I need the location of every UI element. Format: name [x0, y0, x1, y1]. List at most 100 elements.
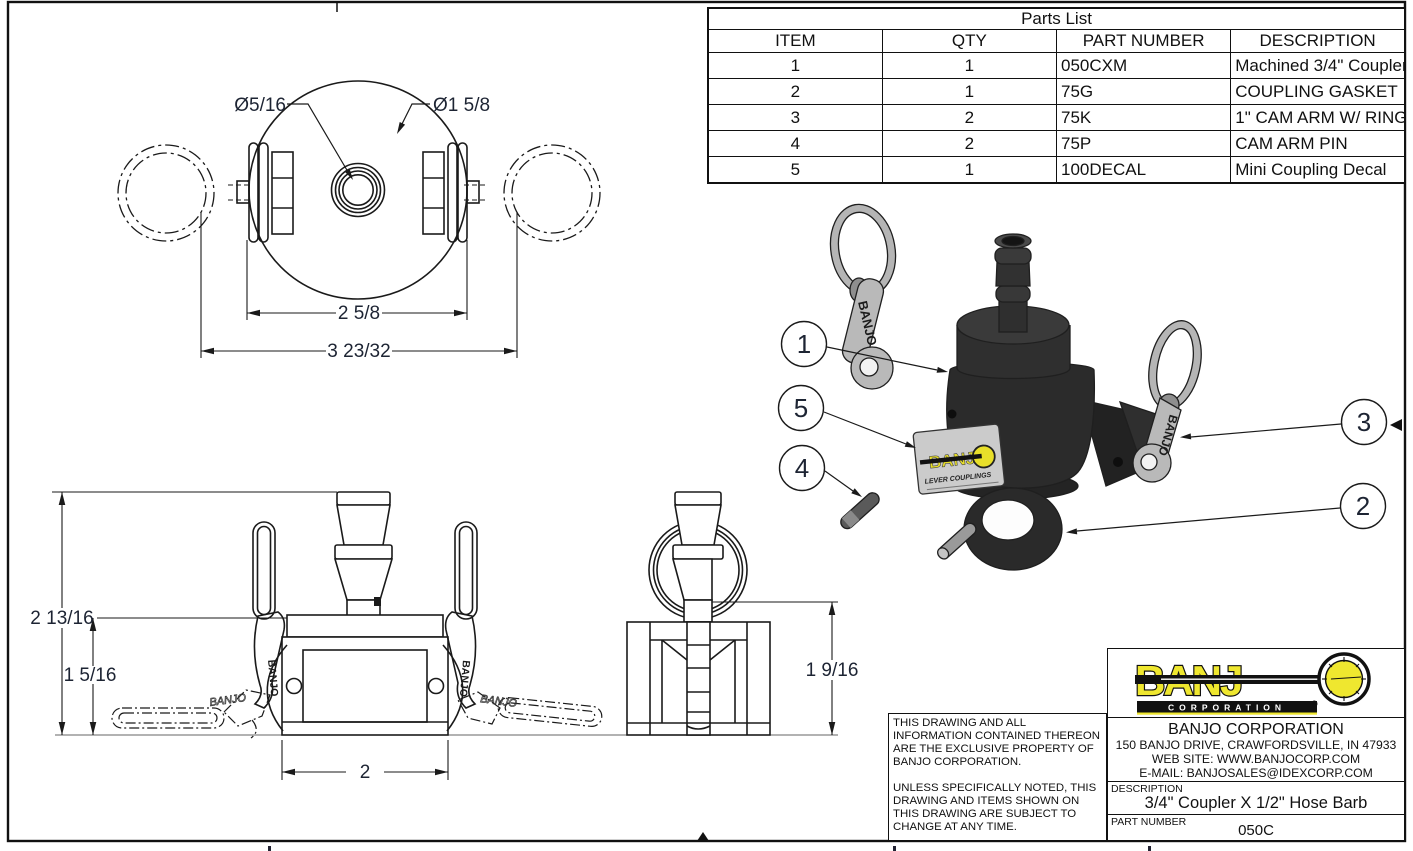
dim-overall-width: 3 23/32: [327, 341, 390, 362]
isometric-view: BANJO BANJ LEVER COUPLINGS: [777, 203, 1388, 571]
cell-item: 3: [707, 104, 883, 131]
dim-overall-width-lines: [200, 212, 518, 358]
description-section: DESCRIPTION 3/4" Coupler X 1/2" Hose Bar…: [1108, 781, 1404, 814]
cell-qty: 2: [881, 104, 1058, 131]
phantom-arm-right-front: [457, 691, 603, 727]
description-value: 3/4" Coupler X 1/2" Hose Barb: [1144, 794, 1368, 812]
part-number-section: PART NUMBER 050C: [1108, 814, 1404, 840]
parts-list-row: 1 1 050CXM Machined 3/4" Coupler X 1/2" …: [707, 52, 1406, 79]
parts-list-row: 4 2 75P CAM ARM PIN: [707, 130, 1406, 157]
parts-list-row: 2 1 75G COUPLING GASKET: [707, 78, 1406, 105]
dim-coupler-width: 2: [360, 762, 371, 783]
corporation-bar: [1137, 701, 1317, 713]
logo-sub: CORPORATION: [1168, 703, 1286, 713]
iso-cam-arm-left: BANJO: [829, 203, 897, 390]
balloon-2: 2: [1339, 482, 1387, 530]
dim-hole-diameter: Ø5/16: [234, 95, 286, 116]
arm-text-left-front: BANJO: [265, 659, 280, 697]
balloon-4: 4: [778, 444, 826, 492]
col-header-qty: QTY: [881, 29, 1058, 53]
balloon-leaders: [823, 346, 1342, 532]
phantom-ring-left: [117, 144, 215, 242]
hose-barb-side: [671, 491, 724, 623]
cell-description: 1" CAM ARM W/ RING: [1230, 104, 1406, 131]
legal-notice: THIS DRAWING AND ALL INFORMATION CONTAIN…: [888, 713, 1107, 841]
cam-arm-left-top: [228, 142, 294, 243]
cell-part-number: 75K: [1055, 104, 1232, 131]
svg-text:3: 3: [1357, 407, 1371, 437]
balloon-5: 5: [777, 384, 825, 432]
side-view: [626, 491, 838, 736]
dim-outer-diameter: Ø1 5/8: [433, 95, 490, 116]
parts-list-row: 3 2 75K 1" CAM ARM W/ RING: [707, 104, 1406, 131]
front-view: [52, 491, 838, 780]
parts-list-row: 5 1 100DECAL Mini Coupling Decal: [707, 156, 1406, 184]
cam-arm-right-front: [444, 521, 478, 709]
phantom-arm-left-front: [111, 689, 271, 739]
legal-paragraph-1: THIS DRAWING AND ALL INFORMATION CONTAIN…: [893, 717, 1100, 768]
leader-hole-diameter: [287, 103, 352, 178]
company-name: BANJO CORPORATION: [1168, 721, 1344, 738]
iso-pin-gasket: [937, 522, 977, 560]
top-view: [117, 80, 601, 358]
parts-list: Parts List ITEM QTY PART NUMBER DESCRIPT…: [707, 7, 1406, 184]
border-partial-digits: [268, 846, 1151, 851]
arm-text-right-front: BANJO: [457, 660, 472, 698]
svg-text:1: 1: [797, 329, 811, 359]
parts-list-title: Parts List: [707, 7, 1406, 30]
cell-qty: 1: [881, 78, 1058, 105]
cell-item: 5: [707, 156, 883, 184]
company-info: BANJO CORPORATION 150 BANJO DRIVE, CRAWF…: [1108, 717, 1404, 781]
iso-cam-arm-right: BANJO: [1132, 320, 1202, 483]
cell-part-number: 75G: [1055, 78, 1232, 105]
svg-text:2: 2: [1356, 491, 1370, 521]
cell-description: Mini Coupling Decal: [1230, 156, 1406, 184]
col-header-item: ITEM: [707, 29, 883, 53]
title-block: BANJ ® CORPORATION BANJO CORPORATION 150…: [1107, 648, 1405, 841]
dim-side-height: 1 9/16: [806, 660, 859, 681]
part-number-value: 050C: [1238, 822, 1274, 839]
company-email: E-MAIL: BANJOSALES@IDEXCORP.COM: [1139, 766, 1373, 780]
cell-qty: 1: [881, 156, 1058, 184]
legal-paragraph-2: UNLESS SPECIFICALLY NOTED, THIS DRAWING …: [893, 782, 1097, 833]
cell-item: 4: [707, 130, 883, 157]
company-address: 150 BANJO DRIVE, CRAWFORDSVILLE, IN 4793…: [1115, 738, 1397, 752]
cam-arm-left-front: [252, 521, 286, 709]
zone-marker-bottom: [697, 832, 709, 841]
dim-arm-span: 2 5/8: [338, 303, 380, 324]
cam-arm-right-top: [422, 142, 488, 243]
cell-part-number: 050CXM: [1055, 52, 1232, 79]
col-header-part-number: PART NUMBER: [1055, 29, 1232, 53]
part-number-label: PART NUMBER: [1111, 816, 1187, 828]
banjo-logo: BANJ ® CORPORATION: [1108, 649, 1404, 717]
leader-outer-diameter: [398, 103, 430, 131]
col-header-description: DESCRIPTION: [1230, 29, 1406, 53]
cell-item: 1: [707, 52, 883, 79]
hose-barb-front: [333, 491, 394, 617]
coupler-body-front: [266, 614, 464, 736]
description-label: DESCRIPTION: [1111, 783, 1183, 795]
cell-item: 2: [707, 78, 883, 105]
phantom-arm-text-left: BANJO: [209, 692, 247, 709]
dim-overall-height: 2 13/16: [30, 608, 93, 629]
cell-part-number: 75P: [1055, 130, 1232, 157]
iso-gasket: [963, 487, 1063, 571]
iso-decal: BANJ LEVER COUPLINGS: [912, 423, 1006, 495]
balloon-3: 3: [1340, 398, 1388, 446]
phantom-arm-text-right: BANJO: [480, 693, 518, 710]
cell-qty: 2: [881, 130, 1058, 157]
cell-part-number: 100DECAL: [1055, 156, 1232, 184]
dim-arm-span-lines: [246, 240, 468, 320]
cell-description: CAM ARM PIN: [1230, 130, 1406, 157]
svg-text:5: 5: [794, 393, 808, 423]
cell-qty: 1: [881, 52, 1058, 79]
dim-body-height: 1 5/16: [64, 665, 117, 686]
cell-description: COUPLING GASKET: [1230, 78, 1406, 105]
balloon-1: 1: [780, 320, 828, 368]
cell-description: Machined 3/4" Coupler X 1/2" Hose Barb: [1230, 52, 1406, 79]
coupler-body-side: [626, 621, 771, 736]
iso-pin: [840, 492, 880, 530]
company-website: WEB SITE: WWW.BANJOCORP.COM: [1151, 752, 1361, 766]
